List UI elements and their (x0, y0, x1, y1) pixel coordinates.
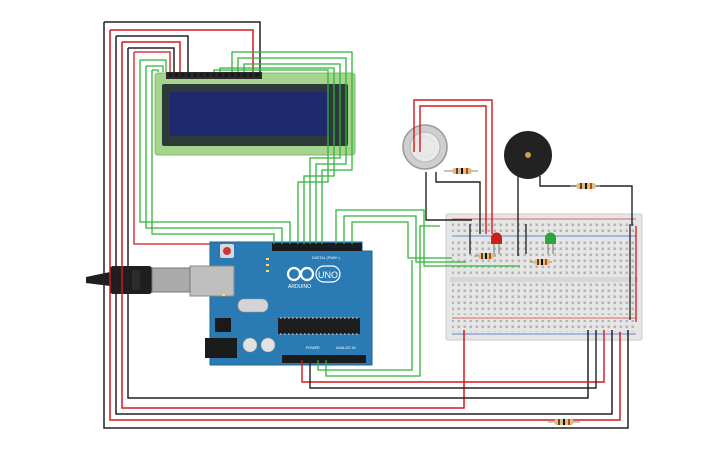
wire-outer-black (104, 21, 261, 72)
wiring (103, 21, 637, 429)
lcd-screen (170, 92, 330, 136)
wire-lcd-red (122, 41, 181, 72)
digital-header-label: DIGITAL (PWM~) (312, 256, 340, 260)
power-header-label: POWER (306, 346, 320, 350)
piezo-buzzer[interactable] (504, 131, 552, 179)
atmega-chip (278, 318, 360, 334)
buzzer-center-icon (525, 152, 531, 158)
red-led[interactable] (491, 232, 502, 255)
resistor-bottom (548, 419, 580, 425)
resistor-buzzer (570, 183, 600, 189)
arduino-uno-board[interactable]: UNO ARDUINO DIGITAL (PWM~) POWER ANALOG … (189, 241, 373, 366)
wire-black-inner (128, 47, 175, 72)
arduino-model-label: UNO (318, 270, 338, 280)
lcd-module[interactable] (154, 72, 356, 156)
gas-sensor[interactable] (402, 124, 448, 170)
resistor-red-led (474, 253, 496, 259)
analog-header-label: ANALOG IN (336, 346, 356, 350)
arduino-logo-text: ARDUINO (288, 284, 311, 290)
resistor-sensor (444, 168, 478, 174)
wire-lcd-black (116, 35, 189, 72)
power-jack (205, 338, 237, 358)
resistor-green-led (530, 259, 552, 265)
green-led[interactable] (545, 232, 556, 255)
breadboard[interactable] (445, 213, 643, 341)
usb-jack (189, 265, 235, 297)
usb-cable[interactable] (86, 266, 191, 294)
gas-sensor-mesh-icon (409, 131, 441, 163)
arduino-logo-icon (286, 266, 315, 282)
